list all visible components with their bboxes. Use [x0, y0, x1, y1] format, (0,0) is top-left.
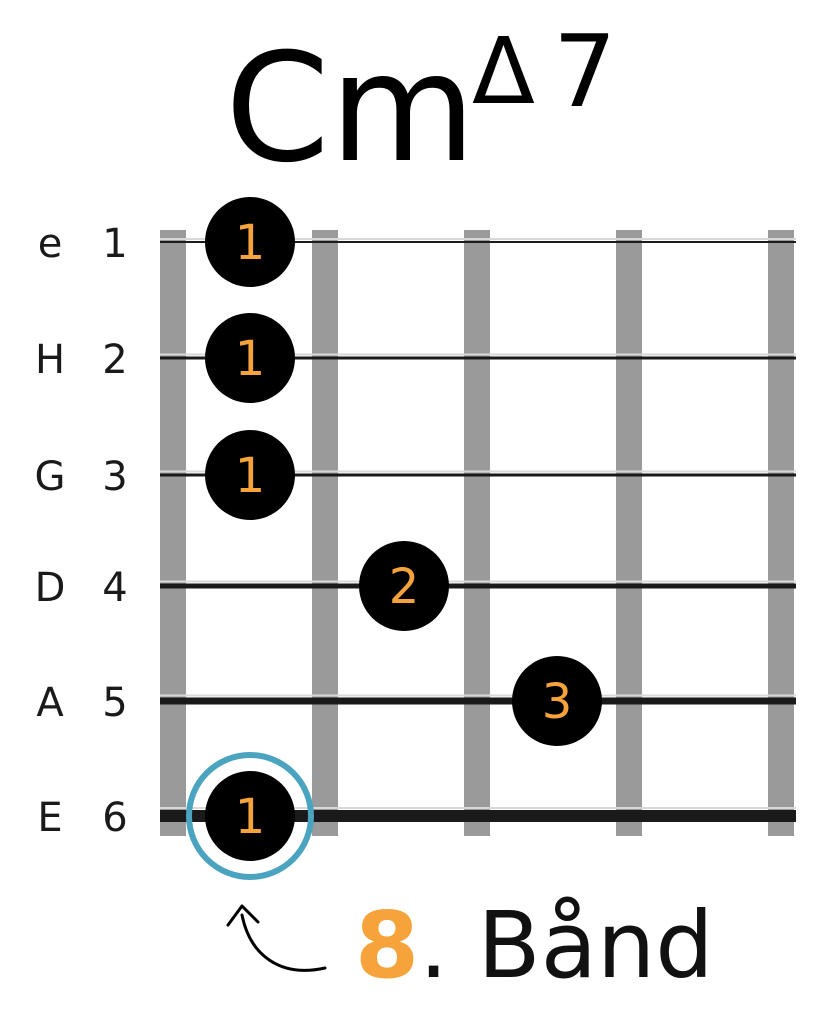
- string-number-label: 5: [102, 680, 127, 726]
- string-number-label: 4: [102, 565, 127, 611]
- finger-dot: 1: [205, 313, 295, 403]
- fret-position-label: 8. Bånd: [355, 892, 714, 999]
- fret-bar-2: [312, 230, 338, 836]
- fret-bar-1: [160, 230, 186, 836]
- finger-dot-circle: [205, 771, 295, 861]
- string-highlight-6: [160, 807, 796, 809]
- fret-bar-4: [616, 230, 642, 836]
- finger-dot-circle: [512, 656, 602, 746]
- string-number-label: 3: [102, 454, 127, 500]
- finger-dot: 1: [205, 430, 295, 520]
- fret-bar-3: [464, 230, 490, 836]
- string-name-label: E: [37, 795, 62, 841]
- finger-number: 1: [235, 789, 266, 845]
- string-line-5: [160, 697, 796, 705]
- string-line-4: [160, 583, 796, 589]
- chord-quality-symbol: Δ: [472, 18, 535, 125]
- string-name-label: A: [36, 680, 64, 726]
- fret-position-number: 8: [355, 892, 419, 999]
- string-highlight-1: [160, 238, 796, 240]
- string-name-label: G: [35, 454, 66, 500]
- string-number-label: 6: [102, 795, 127, 841]
- string-name-label: H: [35, 337, 65, 383]
- chord-title: Cm: [225, 22, 476, 196]
- chord-root: Cm: [225, 22, 476, 196]
- finger-number: 3: [542, 674, 573, 730]
- root-ring: [186, 752, 314, 880]
- string-highlight-4: [160, 580, 796, 583]
- root-finger-dot: 1: [186, 752, 314, 880]
- string-lines: [160, 238, 796, 822]
- finger-number: 1: [235, 331, 266, 387]
- string-line-2: [160, 356, 796, 360]
- string-line-6: [160, 810, 796, 822]
- finger-dot-circle: [205, 430, 295, 520]
- string-name-label: e: [38, 221, 63, 267]
- finger-dot: 2: [359, 541, 449, 631]
- finger-number: 2: [389, 559, 420, 615]
- finger-dot: 1: [205, 197, 295, 287]
- fret-bar-5: [768, 230, 794, 836]
- finger-number: 1: [235, 448, 266, 504]
- fret-position-text: . Bånd: [419, 892, 714, 999]
- finger-dot-circle: [359, 541, 449, 631]
- fret-bars: [160, 230, 794, 836]
- chord-extension: 7: [553, 13, 617, 130]
- string-highlight-3: [160, 470, 796, 473]
- finger-dot: 3: [512, 656, 602, 746]
- string-line-1: [160, 241, 796, 243]
- string-number-label: 2: [102, 337, 127, 383]
- finger-dots: 1 1 1 2 3 1: [186, 197, 602, 880]
- string-highlight-5: [160, 694, 796, 697]
- finger-number: 1: [235, 215, 266, 271]
- string-number-label: 1: [102, 221, 127, 267]
- string-highlight-2: [160, 353, 796, 356]
- string-name-label: D: [35, 565, 66, 611]
- position-arrow: [226, 904, 327, 972]
- string-line-3: [160, 473, 796, 477]
- finger-dot-circle: [205, 313, 295, 403]
- finger-dot-circle: [205, 197, 295, 287]
